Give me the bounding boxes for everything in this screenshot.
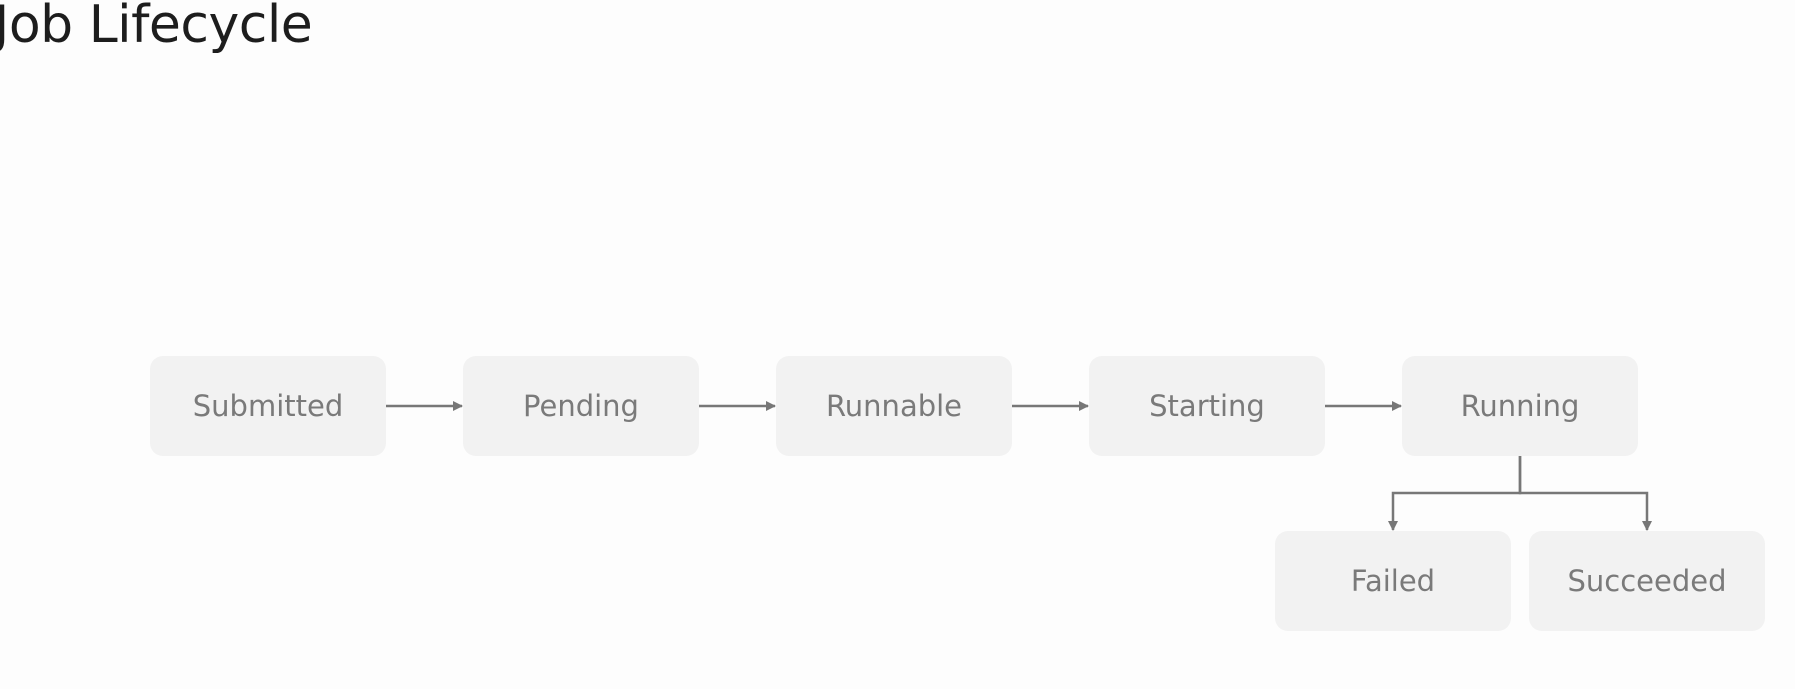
page-title: Job Lifecycle bbox=[0, 0, 313, 55]
state-label-starting: Starting bbox=[1149, 389, 1265, 423]
edge-running-succeeded bbox=[1518, 456, 1652, 531]
state-label-runnable: Runnable bbox=[825, 389, 963, 423]
state-node-submitted: Submitted bbox=[150, 356, 386, 456]
state-label-running: Running bbox=[1460, 389, 1580, 423]
state-node-starting: Starting bbox=[1089, 356, 1325, 456]
state-label-pending: Pending bbox=[523, 389, 639, 423]
state-label-failed: Failed bbox=[1350, 564, 1436, 598]
state-node-runnable: Runnable bbox=[776, 356, 1012, 456]
state-label-succeeded: Succeeded bbox=[1567, 564, 1727, 598]
state-node-failed: Failed bbox=[1275, 531, 1511, 631]
state-node-pending: Pending bbox=[463, 356, 699, 456]
state-node-running: Running bbox=[1402, 356, 1638, 456]
state-label-submitted: Submitted bbox=[192, 389, 344, 423]
edge-running-failed bbox=[1388, 456, 1522, 531]
state-node-succeeded: Succeeded bbox=[1529, 531, 1765, 631]
